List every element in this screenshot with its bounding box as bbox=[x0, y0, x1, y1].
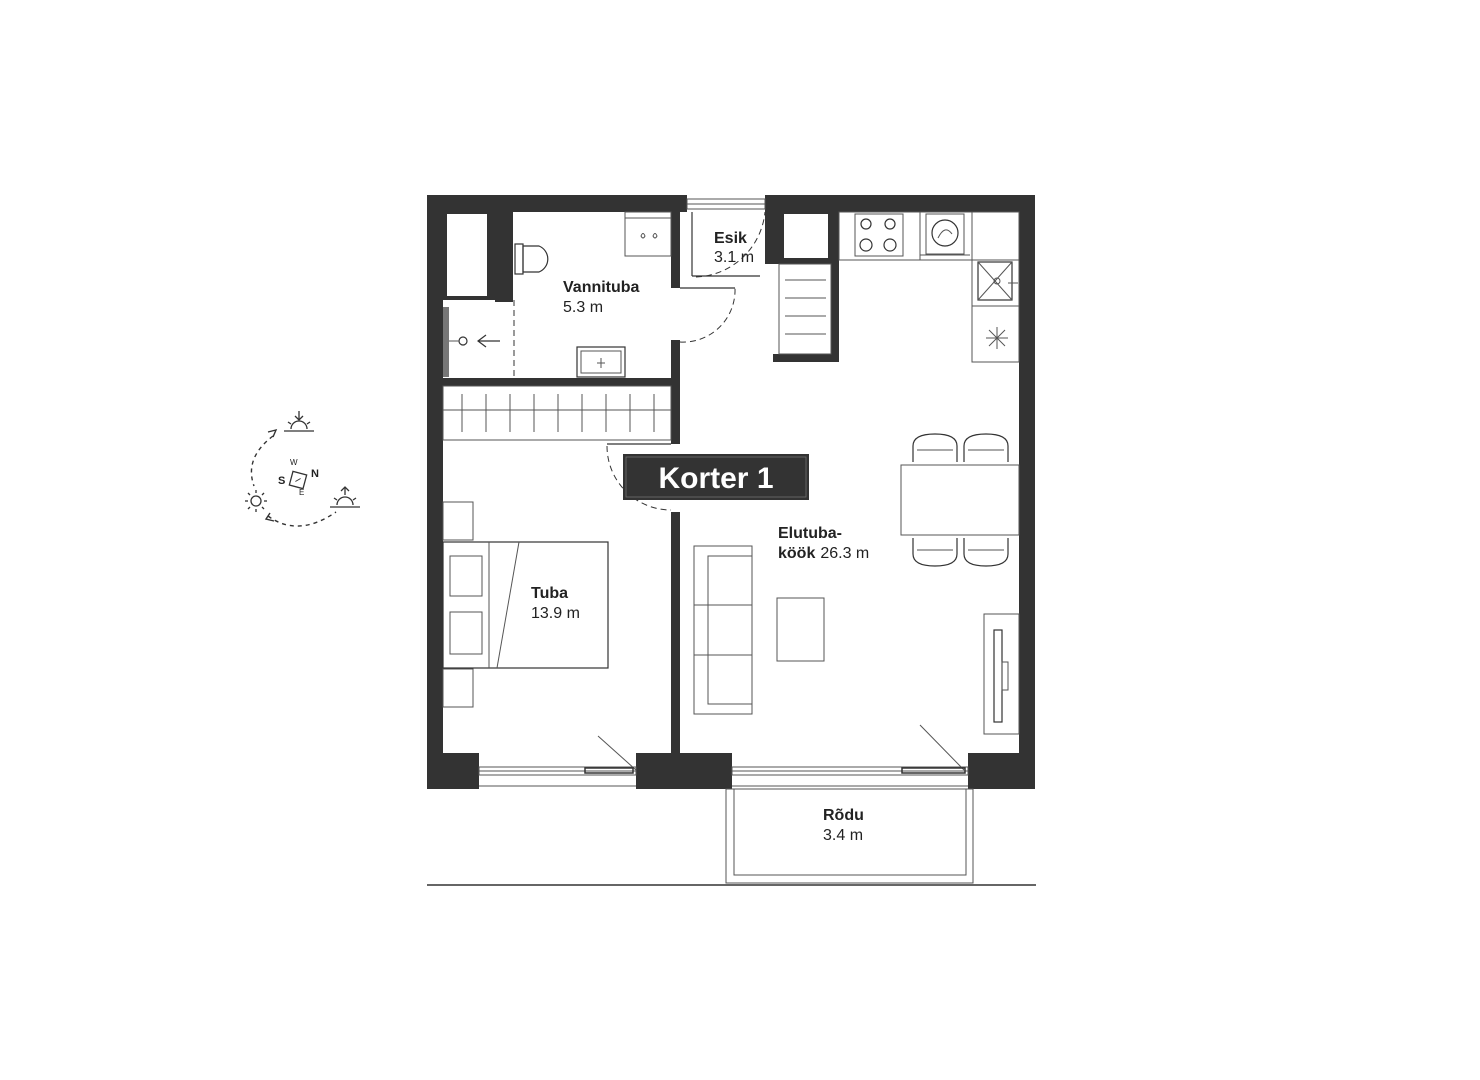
room-name-esik: Esik bbox=[714, 230, 747, 247]
coffee-table bbox=[776, 597, 825, 662]
sunset-icon bbox=[330, 486, 360, 508]
room-name-elutuba: Elutuba- bbox=[778, 525, 842, 542]
compass-w: W bbox=[290, 458, 298, 467]
compass-n: N bbox=[311, 468, 319, 480]
bedroom-wardrobe bbox=[442, 385, 672, 441]
room-label-tuba: Tuba 13.9 m bbox=[531, 585, 580, 622]
room-label-elutuba: Elutuba- köök 26.3 m bbox=[778, 525, 869, 562]
kitchen-fixtures bbox=[838, 211, 1020, 363]
room-name-tuba: Tuba bbox=[531, 585, 568, 602]
tv-unit bbox=[983, 613, 1020, 735]
room-name-vannituba: Vannituba bbox=[563, 279, 640, 296]
compass-icon: W S N E bbox=[250, 428, 337, 527]
bathroom-door bbox=[679, 287, 736, 343]
apartment-label-text: Korter 1 bbox=[658, 462, 773, 495]
room-name2-elutuba: köök bbox=[778, 545, 815, 562]
bathroom-vent bbox=[443, 307, 449, 377]
esik-wardrobe bbox=[778, 263, 832, 355]
room-label-rodu: Rõdu 3.4 m bbox=[823, 807, 864, 844]
sun-icon bbox=[245, 490, 267, 512]
entry-door bbox=[691, 211, 766, 278]
bedroom-window bbox=[478, 735, 637, 787]
sofa bbox=[693, 545, 753, 715]
dining-set bbox=[900, 433, 1020, 567]
compass-s: S bbox=[278, 475, 285, 487]
walls bbox=[427, 195, 1035, 789]
living-window bbox=[731, 724, 969, 787]
room-area-esik: 3.1 m bbox=[714, 249, 754, 266]
compass-e: E bbox=[299, 488, 304, 497]
room-label-vannituba: Vannituba 5.3 m bbox=[563, 279, 640, 316]
room-area-rodu: 3.4 m bbox=[823, 827, 863, 844]
room-area-vannituba: 5.3 m bbox=[563, 299, 603, 316]
sunrise-icon bbox=[284, 411, 314, 432]
esik-window bbox=[686, 198, 766, 210]
room-area-elutuba: 26.3 m bbox=[820, 545, 869, 562]
balcony bbox=[725, 788, 974, 884]
room-name-rodu: Rõdu bbox=[823, 807, 864, 824]
room-area-tuba: 13.9 m bbox=[531, 605, 580, 622]
bed bbox=[442, 501, 609, 708]
bathroom-fixtures bbox=[449, 211, 672, 378]
apartment-label: Korter 1 bbox=[623, 454, 809, 500]
room-name-area-elutuba: köök 26.3 m bbox=[778, 545, 869, 562]
room-label-esik: Esik 3.1 m bbox=[714, 230, 754, 266]
